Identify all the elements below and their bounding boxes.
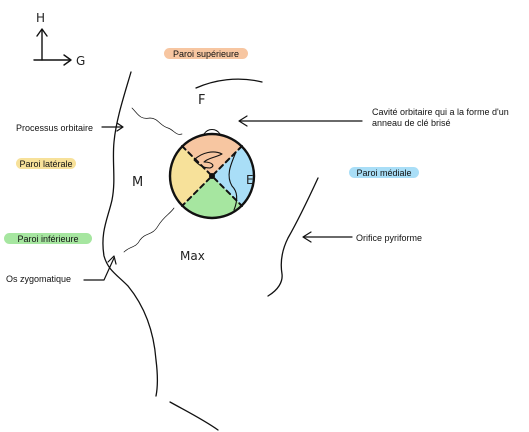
processus-label: Processus orbitaire <box>16 123 93 133</box>
annotations: Processus orbitaire Os zygomatique Cavit… <box>6 107 509 284</box>
compass-right-letter: G <box>76 54 85 68</box>
forehead-arc <box>196 79 262 88</box>
ethmoid-letter: E <box>246 173 254 187</box>
frontal-suture <box>132 108 182 134</box>
frontal-letter: F <box>198 93 205 108</box>
laterale-label: Paroi latérale <box>19 159 72 169</box>
zygomatique-label: Os zygomatique <box>6 274 71 284</box>
maxilla-letter: Max <box>180 249 205 263</box>
lateral-contour <box>103 72 158 396</box>
malar-letter: M <box>132 175 143 190</box>
skull-outline <box>103 72 318 430</box>
compass-up-letter: H <box>36 11 45 25</box>
maxillary-suture <box>124 208 174 252</box>
orbit-center-dot <box>209 173 215 179</box>
cavite-label-line1: Cavité orbitaire qui a la forme d'un <box>372 107 509 117</box>
orbital-cavity <box>169 130 254 219</box>
orientation-compass: H G <box>34 11 85 68</box>
inferieure-label: Paroi inférieure <box>17 234 78 244</box>
cavite-label-line2: anneau de clé brisé <box>372 118 451 128</box>
jaw-arc <box>170 402 218 430</box>
superieure-label: Paroi supérieure <box>173 49 239 59</box>
mediale-label: Paroi médiale <box>356 168 411 178</box>
pyriforme-label: Orifice pyriforme <box>356 233 422 243</box>
